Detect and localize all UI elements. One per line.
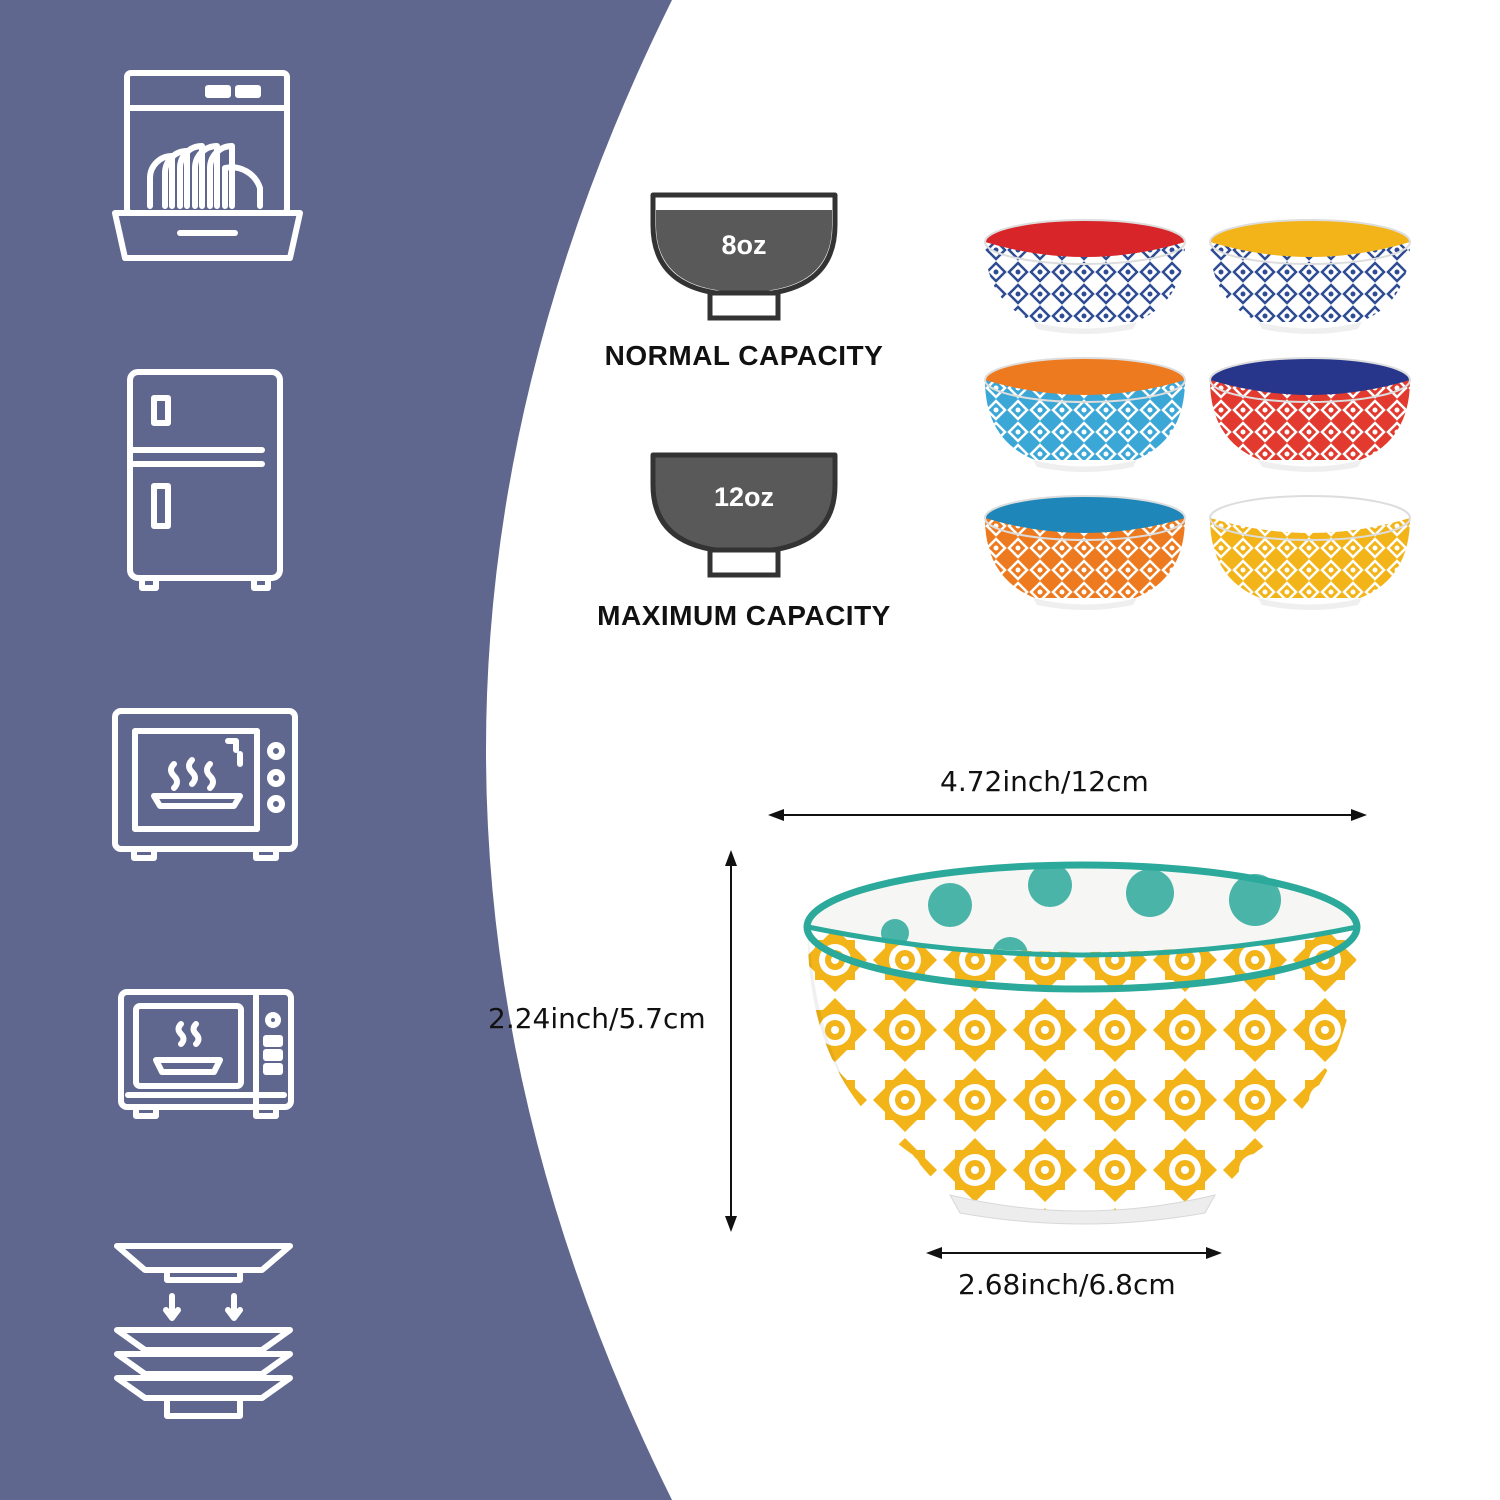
small-bowl-5 [984,495,1186,610]
base-arrow-right-head [1206,1247,1222,1259]
diameter-arrow-left-head [768,809,784,821]
featured-bowl-image [803,861,1361,1225]
diameter-arrow-right-head [1351,809,1367,821]
small-bowl-3 [984,357,1186,472]
stacking-plates-icon [114,1243,293,1419]
maximum-capacity-value: 12oz [713,482,775,512]
height-arrow-top-head [725,850,737,866]
refrigerator-icon [127,369,283,591]
bowl-set-grid [984,219,1411,610]
normal-capacity-label: NORMAL CAPACITY [604,340,884,371]
base-dimension: 2.68inch/6.8cm [958,1268,1176,1301]
small-bowl-1 [984,219,1186,334]
microwave-icon [118,989,294,1119]
height-arrow-bottom-head [725,1216,737,1232]
diameter-dimension: 4.72inch/12cm [940,765,1149,798]
normal-capacity-bowl-icon [650,192,838,321]
small-bowl-6 [1209,495,1411,610]
maximum-capacity-bowl-icon [650,452,838,578]
base-arrow-left-head [926,1247,942,1259]
small-bowl-4 [1209,357,1411,472]
small-bowl-2 [1209,219,1411,334]
height-dimension: 2.24inch/5.7cm [488,1002,706,1035]
maximum-capacity-label: MAXIMUM CAPACITY [597,600,891,631]
normal-capacity-value: 8oz [721,230,767,260]
oven-icon [112,708,298,861]
dishwasher-icon [112,70,303,261]
